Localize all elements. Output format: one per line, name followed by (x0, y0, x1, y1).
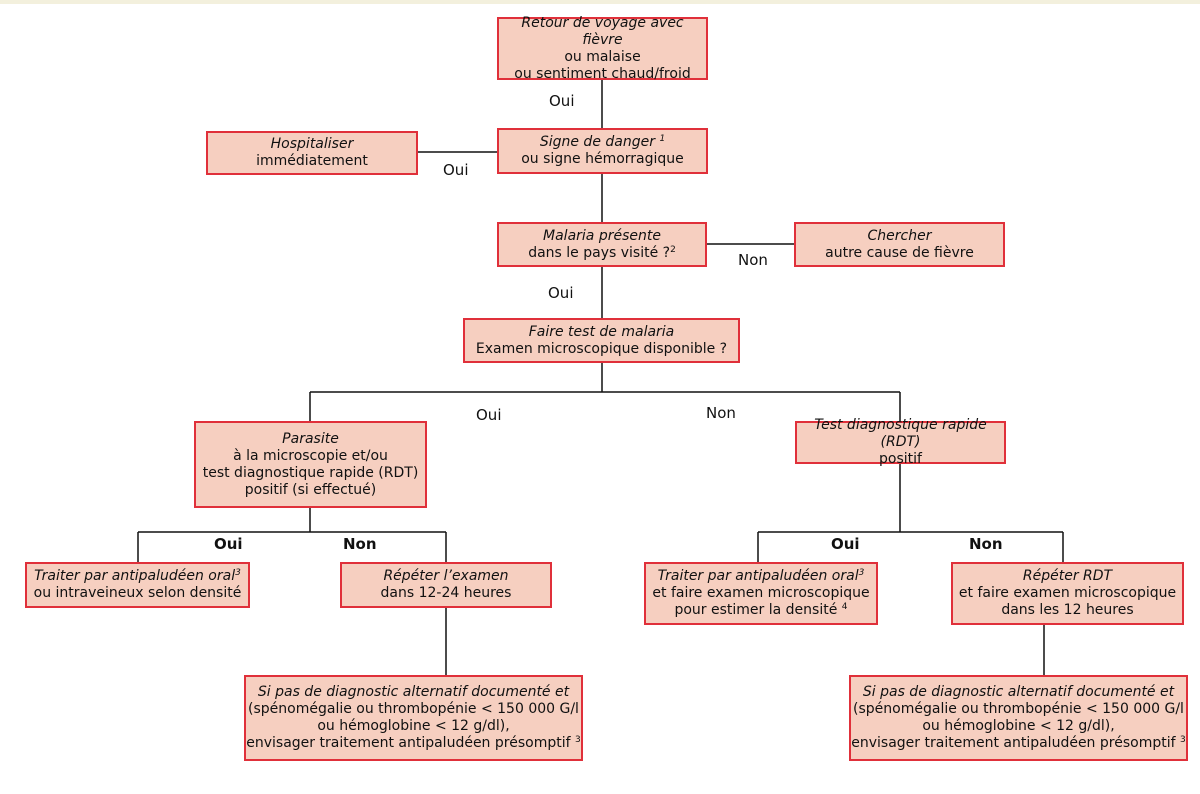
malaria-test-box: Faire test de malaria Examen microscopiq… (463, 318, 740, 363)
presumptive-left-line-2: (spénomégalie ou thrombopénie < 150 000 … (248, 701, 579, 717)
repeat-exam-line-2: dans 12-24 heures (380, 585, 512, 601)
label-non-parasite: Non (343, 535, 377, 553)
start-box: Retour de voyage avec fièvre ou malaise … (497, 14, 708, 82)
malaria-test-line-2: Examen microscopique disponible ? (475, 340, 728, 357)
presumptive-right-line-4: envisager traitement antipaludéen présom… (851, 735, 1176, 751)
treat-oral-density-box: Traiter par antipaludéen oral3 et faire … (644, 562, 878, 625)
footnote-3: 3 (235, 568, 241, 578)
repeat-rdt-line-1: Répéter RDT (1022, 568, 1113, 584)
parasite-line-4: positif (si effectué) (244, 481, 377, 498)
parasite-box: Parasite à la microscopie et/ou test dia… (194, 421, 427, 508)
treat-right-line-2: et faire examen microscopique (652, 585, 870, 601)
treat-right-line-1: Traiter par antipaludéen oral (657, 568, 859, 584)
malaria-test-line-1: Faire test de malaria (528, 323, 675, 340)
rdt-line-2: positif (879, 451, 922, 467)
label-non-other-cause: Non (738, 251, 768, 269)
label-oui-microscopy: Oui (476, 406, 502, 424)
danger-sign-box: Signe de danger 1 ou signe hémorragique (497, 128, 708, 174)
footnote-3: 3 (1179, 735, 1186, 745)
label-oui-hospitalize: Oui (443, 161, 469, 179)
footnote-3: 3 (858, 568, 865, 578)
start-line-3: ou sentiment chaud/froid (514, 65, 691, 82)
other-cause-line-1: Chercher (867, 227, 932, 244)
treat-left-line-1: Traiter par antipaludéen oral (34, 568, 236, 584)
hospitalize-line-1: Hospitaliser (270, 136, 354, 152)
start-line-2: ou malaise (564, 48, 641, 65)
label-non-rdt: Non (969, 535, 1003, 553)
label-oui-rdt: Oui (831, 535, 860, 553)
presumptive-left-line-4: envisager traitement antipaludéen présom… (246, 735, 571, 751)
repeat-exam-line-1: Répéter l’examen (383, 568, 509, 584)
repeat-rdt-line-3: dans les 12 heures (1001, 602, 1134, 618)
label-non-microscopy: Non (706, 404, 736, 422)
hospitalize-line-2: immédiatement (256, 153, 368, 169)
footnote-2: 2 (670, 244, 676, 255)
label-oui-danger: Oui (549, 92, 575, 110)
label-oui-test: Oui (548, 284, 574, 302)
presumptive-treatment-box-left: Si pas de diagnostic alternatif document… (244, 675, 583, 761)
presumptive-right-line-2: (spénomégalie ou thrombopénie < 150 000 … (853, 701, 1184, 717)
footnote-3: 3 (574, 735, 581, 745)
rdt-box: Test diagnostique rapide (RDT) positif (795, 417, 1006, 467)
presumptive-left-line-1: Si pas de diagnostic alternatif document… (257, 684, 570, 700)
rdt-line-1: Test diagnostique rapide (RDT) (814, 417, 987, 450)
repeat-rdt-line-2: et faire examen microscopique (958, 585, 1177, 601)
danger-line-2: ou signe hémorragique (521, 151, 684, 167)
label-oui-parasite: Oui (214, 535, 243, 553)
repeat-exam-box: Répéter l’examen dans 12-24 heures (340, 562, 552, 608)
malaria-present-line-2: dans le pays visité ? (528, 244, 671, 261)
danger-line-1: Signe de danger (539, 134, 655, 150)
presumptive-left-line-3: ou hémoglobine < 12 g/dl), (317, 718, 510, 734)
presumptive-right-line-1: Si pas de diagnostic alternatif document… (862, 684, 1175, 700)
parasite-line-1: Parasite (282, 430, 339, 447)
presumptive-right-line-3: ou hémoglobine < 12 g/dl), (922, 718, 1115, 734)
treat-right-line-3: pour estimer la densité (674, 602, 838, 618)
other-cause-line-2: autre cause de fièvre (825, 244, 974, 261)
malaria-present-box: Malaria présente dans le pays visité ?2 (497, 222, 707, 267)
parasite-line-2: à la microscopie et/ou (233, 447, 388, 464)
presumptive-treatment-box-right: Si pas de diagnostic alternatif document… (849, 675, 1188, 761)
treat-oral-iv-box: Traiter par antipaludéen oral3 ou intrav… (25, 562, 250, 608)
start-line-1: Retour de voyage avec fièvre (521, 14, 684, 48)
treat-left-line-2: ou intraveineux selon densité (33, 585, 242, 601)
top-border (0, 0, 1200, 4)
malaria-present-line-1: Malaria présente (543, 227, 661, 244)
footnote-4: 4 (841, 602, 848, 612)
hospitalize-box: Hospitaliser immédiatement (206, 131, 418, 175)
repeat-rdt-box: Répéter RDT et faire examen microscopiqu… (951, 562, 1184, 625)
parasite-line-3: test diagnostique rapide (RDT) (202, 464, 419, 481)
other-cause-box: Chercher autre cause de fièvre (794, 222, 1005, 267)
footnote-1: 1 (659, 134, 666, 144)
